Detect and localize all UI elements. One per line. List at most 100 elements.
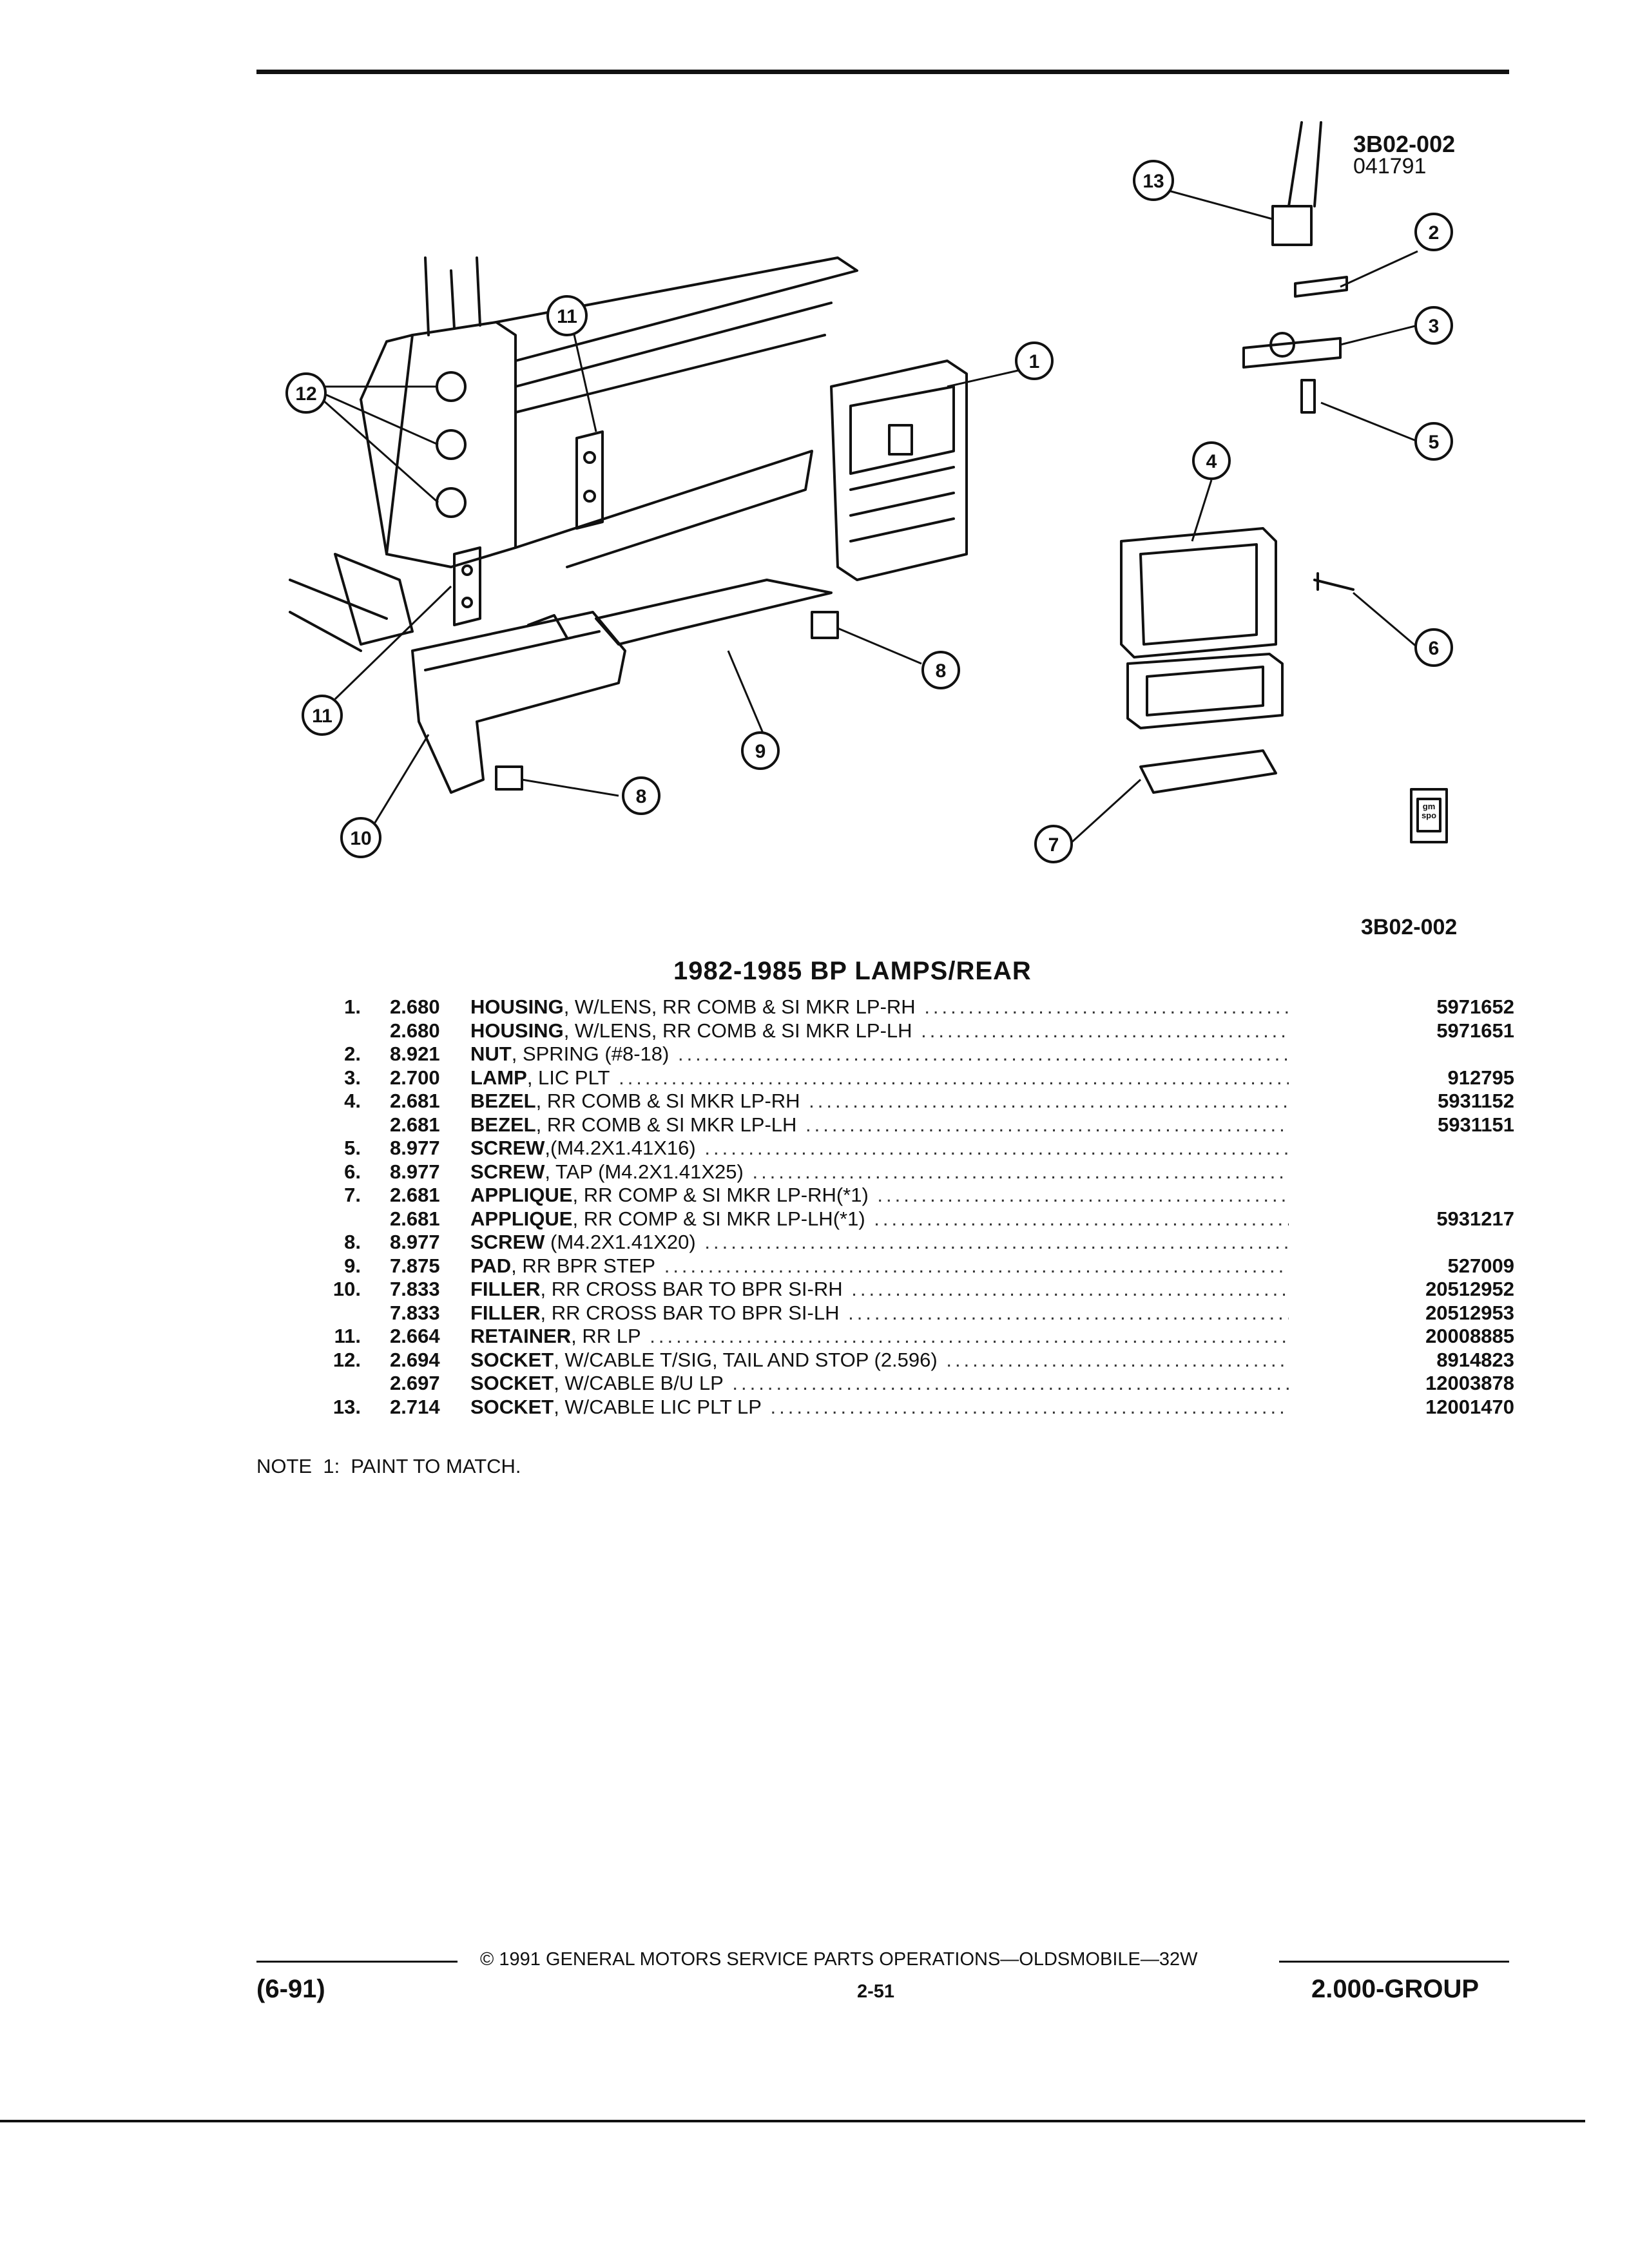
part-detail: , W/CABLE T/SIG, TAIL AND STOP (2.596)	[554, 1348, 938, 1371]
gm-spo-logo: gm spo	[1421, 802, 1437, 820]
part-detail: , W/CABLE B/U LP	[554, 1372, 724, 1394]
part-number: 912795	[1447, 1066, 1514, 1089]
footer-copyright: © 1991 GENERAL MOTORS SERVICE PARTS OPER…	[480, 1949, 1198, 1970]
leader-dots: ........................................…	[921, 1019, 1289, 1042]
part-description: BEZEL, RR COMB & SI MKR LP-RH ..........…	[470, 1090, 1289, 1113]
callout-9: 9	[755, 741, 766, 762]
group-number: 2.681	[390, 1207, 440, 1230]
part-name: FILLER	[470, 1278, 541, 1300]
leader-dots: ........................................…	[770, 1395, 1289, 1418]
part-number: 5971652	[1436, 995, 1514, 1018]
exploded-parts-diagram: 1 2 3 4 5 6 7 8 8 9 10 11 11 12 13	[285, 121, 1453, 863]
parts-list: 1. 2.680 HOUSING, W/LENS, RR COMB & SI MKR…	[245, 995, 1514, 1419]
part-name: SCREW	[470, 1160, 545, 1183]
parts-row: 2.680 HOUSING, W/LENS, RR COMB & SI MKR L…	[245, 1019, 1514, 1043]
part-detail: , W/CABLE LIC PLT LP	[554, 1395, 762, 1418]
part-description: BEZEL, RR COMB & SI MKR LP-LH ..........…	[470, 1113, 1289, 1137]
group-number: 8.977	[390, 1160, 440, 1183]
part-number: 20008885	[1425, 1325, 1514, 1347]
leader-dots: ........................................…	[851, 1278, 1289, 1300]
callout-12: 12	[295, 383, 316, 405]
part-detail: , W/LENS, RR COMB & SI MKR LP-LH	[563, 1019, 912, 1042]
part-name: BEZEL	[470, 1113, 536, 1136]
leader-dots: ........................................…	[874, 1207, 1289, 1230]
item-number: 5.	[344, 1137, 361, 1159]
group-number: 8.921	[390, 1043, 440, 1065]
leader-dots: ........................................…	[732, 1372, 1289, 1394]
footer-page: 2-51	[857, 1981, 895, 2002]
item-number: 6.	[344, 1160, 361, 1183]
part-description: HOUSING, W/LENS, RR COMB & SI MKR LP-LH …	[470, 1019, 1289, 1043]
leader-dots: ........................................…	[650, 1325, 1289, 1347]
callout-2: 2	[1429, 222, 1440, 244]
footer-rule-left	[256, 1961, 458, 1963]
part-name: NUT	[470, 1043, 512, 1065]
part-detail: , SPRING (#8-18)	[511, 1043, 670, 1065]
part-number: 8914823	[1436, 1348, 1514, 1371]
group-number: 2.680	[390, 1019, 440, 1042]
callout-5: 5	[1429, 432, 1440, 453]
item-number: 4.	[344, 1090, 361, 1112]
footer-date: (6-91)	[256, 1975, 325, 2003]
part-detail: , TAP (M4.2X1.41X25)	[545, 1160, 744, 1183]
callout-1: 1	[1029, 351, 1040, 372]
callout-8a: 8	[936, 660, 947, 682]
part-description: SCREW (M4.2X1.41X20) ...................…	[470, 1231, 1289, 1254]
leader-dots: ........................................…	[704, 1137, 1289, 1159]
leader-dots: ........................................…	[877, 1184, 1289, 1206]
leader-dots: ........................................…	[704, 1231, 1289, 1253]
part-detail: , RR LP	[571, 1325, 641, 1347]
part-description: PAD, RR BPR STEP .......................…	[470, 1254, 1289, 1278]
callout-13: 13	[1142, 171, 1164, 192]
part-detail: , W/LENS, RR COMB & SI MKR LP-RH	[563, 995, 916, 1018]
callout-7: 7	[1048, 834, 1059, 856]
part-number: 5931152	[1438, 1090, 1514, 1112]
callout-4: 4	[1206, 451, 1217, 472]
callout-11a: 11	[312, 706, 333, 727]
part-description: LAMP, LIC PLT ..........................…	[470, 1066, 1289, 1090]
group-number: 7.833	[390, 1278, 440, 1300]
part-name: SCREW	[470, 1231, 545, 1253]
group-number: 2.681	[390, 1184, 440, 1206]
part-description: SCREW,(M4.2X1.41X16) ...................…	[470, 1137, 1289, 1160]
item-number: 1.	[344, 995, 361, 1018]
part-detail: ,(M4.2X1.41X16)	[545, 1137, 696, 1159]
part-detail: , RR CROSS BAR TO BPR SI-LH	[540, 1301, 840, 1324]
part-number: 12003878	[1425, 1372, 1514, 1394]
group-number: 8.977	[390, 1231, 440, 1253]
diagram-date-code: 041791	[1353, 154, 1427, 178]
part-name: SOCKET	[470, 1372, 554, 1394]
group-number: 2.697	[390, 1372, 440, 1394]
part-detail: , RR COMP & SI MKR LP-LH(*1)	[572, 1207, 865, 1230]
leader-dots: ........................................…	[805, 1113, 1289, 1136]
parts-row: 2.697 SOCKET, W/CABLE B/U LP ............…	[245, 1372, 1514, 1396]
leader-dots: ........................................…	[677, 1043, 1289, 1065]
bottom-rule	[0, 2120, 1585, 2122]
part-name: HOUSING	[470, 995, 564, 1018]
part-name: SOCKET	[470, 1348, 554, 1371]
part-name: LAMP	[470, 1066, 527, 1089]
part-number: 20512953	[1425, 1301, 1514, 1324]
callout-8b: 8	[636, 786, 647, 807]
part-description: SOCKET, W/CABLE LIC PLT LP .............…	[470, 1396, 1289, 1419]
group-number: 8.977	[390, 1137, 440, 1159]
item-number: 10.	[333, 1278, 361, 1300]
part-description: SOCKET, W/CABLE B/U LP .................…	[470, 1372, 1289, 1396]
group-number: 2.681	[390, 1113, 440, 1136]
part-name: FILLER	[470, 1301, 541, 1324]
part-description: SOCKET, W/CABLE T/SIG, TAIL AND STOP (2.…	[470, 1349, 1289, 1372]
part-number: 12001470	[1425, 1395, 1514, 1418]
parts-row: 2.681 BEZEL, RR COMB & SI MKR LP-LH .....…	[245, 1113, 1514, 1137]
item-number: 9.	[344, 1254, 361, 1277]
group-number: 2.681	[390, 1090, 440, 1112]
callout-3: 3	[1429, 316, 1440, 337]
leader-dots: ........................................…	[848, 1301, 1289, 1324]
parts-row: 4. 2.681 BEZEL, RR COMB & SI MKR LP-RH ...…	[245, 1090, 1514, 1113]
